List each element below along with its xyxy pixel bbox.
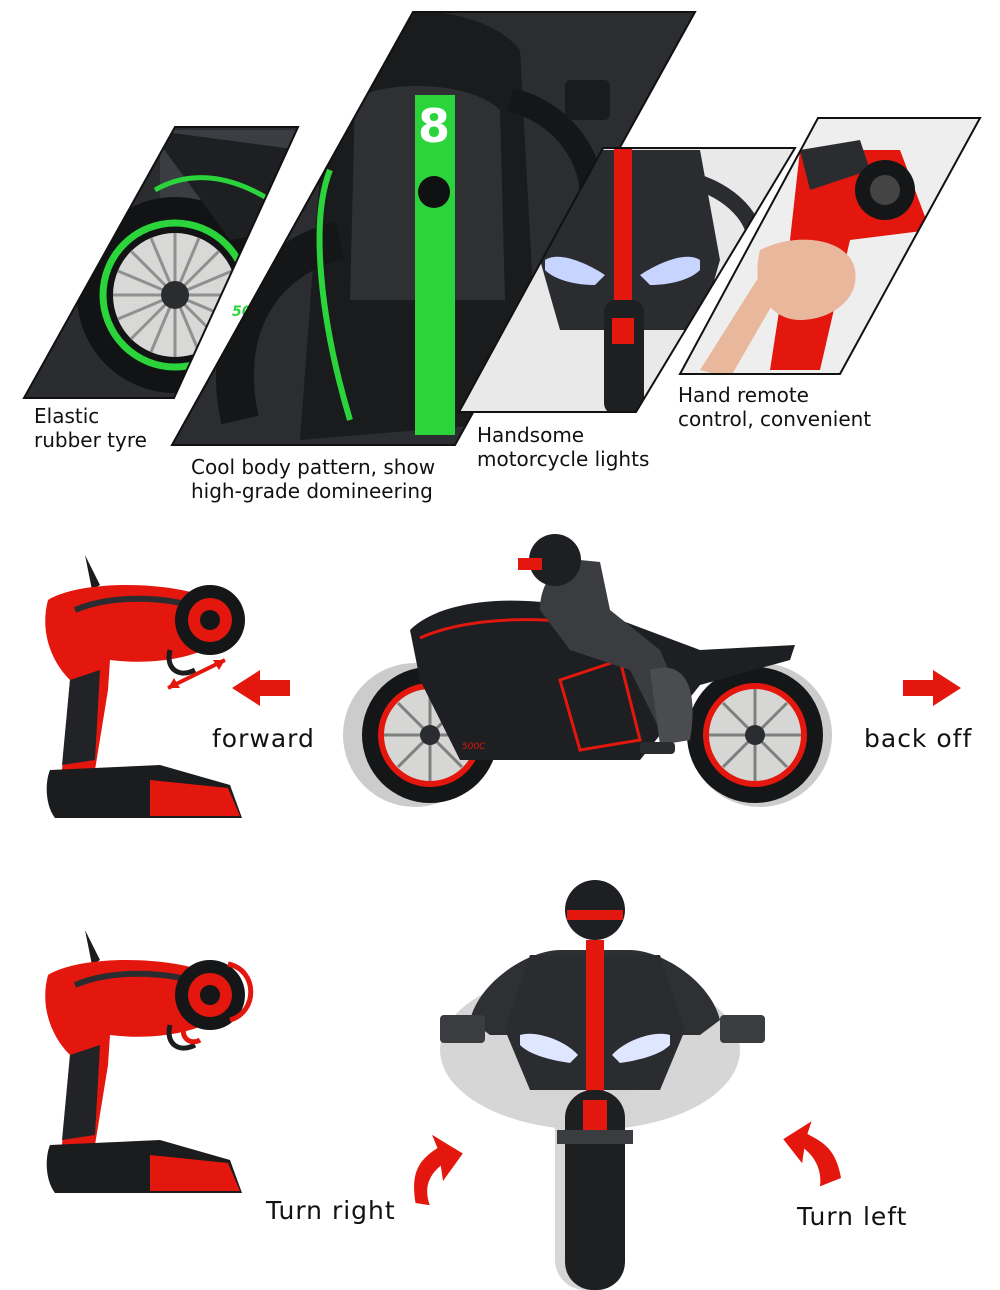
turn-right-label: Turn right xyxy=(266,1196,396,1225)
forward-label: forward xyxy=(212,724,315,753)
remote-controller xyxy=(45,930,254,1193)
curved-arrow-right-icon xyxy=(414,1134,463,1206)
steering-graphics xyxy=(45,880,841,1290)
feature-label-line: Cool body pattern, show xyxy=(191,455,436,479)
feature-label-line: control, convenient xyxy=(678,407,872,431)
feature-label-line: Handsome xyxy=(477,423,585,447)
feature-label-line: high-grade domineering xyxy=(191,479,433,503)
back-off-label: back off xyxy=(864,724,973,753)
turn-left-label: Turn left xyxy=(797,1202,908,1231)
throttle-demo: forward back off 500C xyxy=(0,520,1000,840)
remote-controller xyxy=(45,555,245,818)
feature-label-line: Elastic xyxy=(34,404,100,428)
steering-demo: Turn right Turn left xyxy=(0,860,1000,1290)
arrow-left-icon xyxy=(232,670,290,706)
feature-label-body: Cool body pattern, show high-grade domin… xyxy=(191,455,435,503)
body-panel: 8 xyxy=(170,11,697,446)
feature-label-line: motorcycle lights xyxy=(477,447,650,471)
feature-label-line: Hand remote xyxy=(678,383,809,407)
bike-number: 8 xyxy=(418,99,450,153)
feature-label-lights: Handsome motorcycle lights xyxy=(477,423,649,471)
feature-label-line: rubber tyre xyxy=(34,428,147,452)
motorcycle-front xyxy=(440,880,765,1290)
arrow-right-icon xyxy=(903,670,961,706)
throttle-graphics xyxy=(45,534,961,818)
collage-graphics: 5001 8 xyxy=(22,11,982,446)
feature-label-remote: Hand remote control, convenient xyxy=(678,383,871,431)
motorcycle-side xyxy=(343,534,832,807)
feature-collage: 5001 8 xyxy=(0,0,1000,510)
feature-label-tyre: Elastic rubber tyre xyxy=(34,404,147,452)
model-number-red: 500C xyxy=(462,742,486,752)
curved-arrow-left-icon xyxy=(783,1121,841,1187)
